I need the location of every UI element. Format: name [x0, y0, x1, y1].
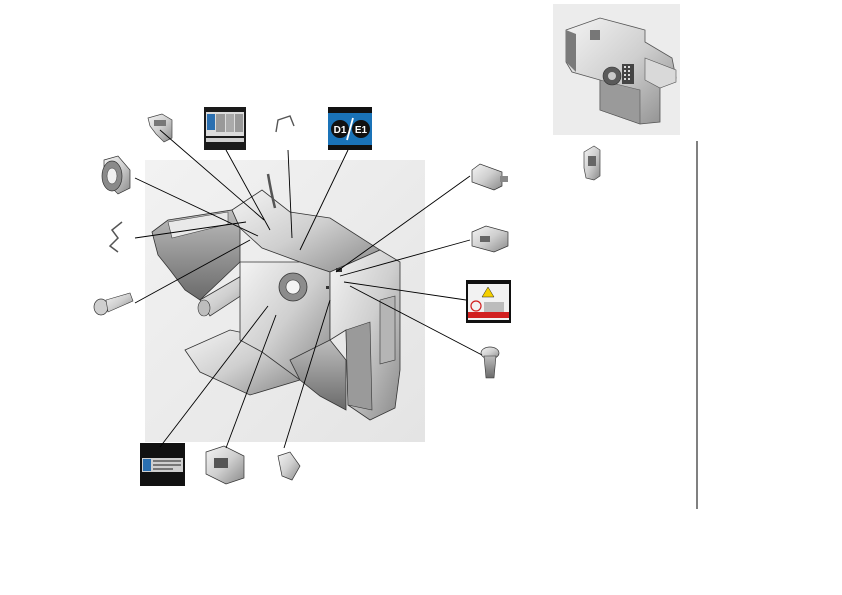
spring-part-left [108, 221, 123, 253]
assembled-view-inset [553, 4, 680, 135]
screw-part-right [480, 346, 500, 379]
instruction-label-card [204, 107, 246, 150]
wire-spring-top [275, 115, 295, 133]
badge-right-text: E1 [355, 125, 368, 136]
connector-part-right [471, 163, 508, 191]
clip-part-bottom [205, 445, 245, 485]
badge-left-text: D1 [334, 125, 347, 136]
info-label-card-bottom [140, 443, 185, 486]
main-bracket-assembly [151, 173, 401, 421]
leader-lines [134, 129, 483, 449]
screw-part-left [93, 292, 134, 316]
warning-label-card [466, 280, 511, 323]
hook-part-bottom [277, 451, 301, 481]
round-bushing-part [101, 155, 131, 195]
bracket-part-right [471, 225, 509, 253]
clip-part-right [583, 145, 601, 181]
d1-e1-badge: D1 E1 [328, 107, 372, 150]
